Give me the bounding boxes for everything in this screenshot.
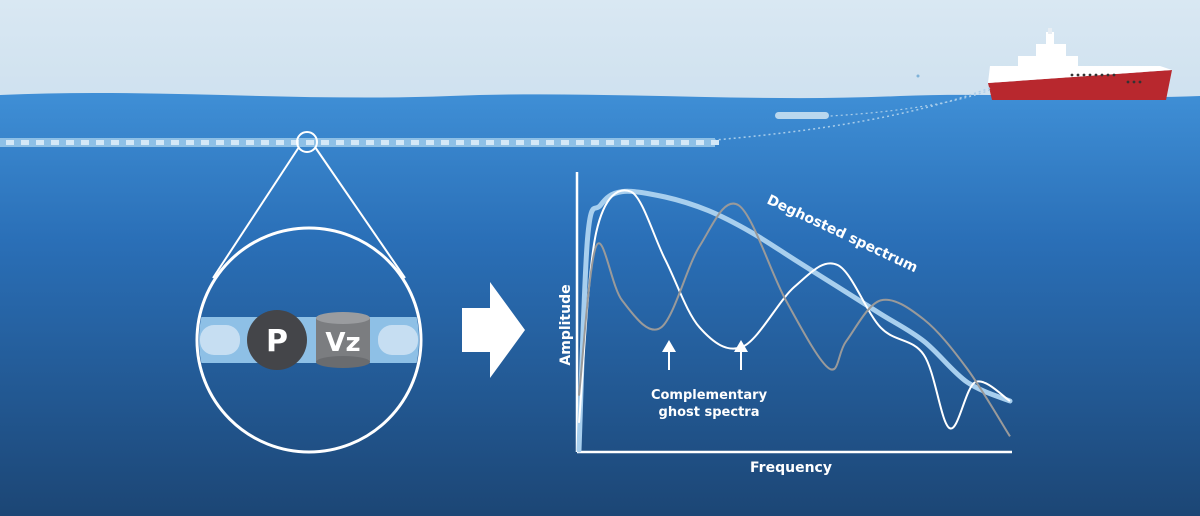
velocity-sensor: Vz (316, 312, 370, 368)
streamer-bead (591, 140, 599, 145)
streamer-bead (636, 140, 644, 145)
streamer-bead (486, 140, 494, 145)
streamer-bead (126, 140, 134, 145)
streamer-bead (261, 140, 269, 145)
zoom-loupe (195, 131, 423, 454)
streamer-bead (66, 140, 74, 145)
pressure-sensor-label: P (266, 324, 288, 359)
streamer-bead (546, 140, 554, 145)
vessel-hull (988, 70, 1172, 100)
streamer-bead (516, 140, 524, 145)
streamer-bead (456, 140, 464, 145)
right-arrow-icon (462, 282, 525, 378)
streamer-bead (351, 140, 359, 145)
streamer-bead (141, 140, 149, 145)
streamer-bead (426, 140, 434, 145)
streamer-bead (201, 140, 209, 145)
ghost-spectrum-line-1 (578, 189, 1011, 430)
streamer-bead (171, 140, 179, 145)
streamer-bead (6, 140, 14, 145)
streamer-bead (531, 140, 539, 145)
streamer-bead (321, 140, 329, 145)
streamer-bead (81, 140, 89, 145)
streamer-bead (411, 140, 419, 145)
ghost-spectra-label-line2: ghost spectra (659, 405, 760, 420)
streamer-bead (681, 140, 689, 145)
streamer-bead (156, 140, 164, 145)
streamer-bead (576, 140, 584, 145)
streamer-bead (621, 140, 629, 145)
velocity-sensor-label: Vz (325, 328, 360, 358)
source-array (775, 112, 829, 119)
streamer-bead (36, 140, 44, 145)
notch-arrow-icon-2 (734, 340, 748, 370)
x-axis-label: Frequency (750, 460, 832, 476)
ghost-spectrum-line-2 (578, 202, 1011, 437)
streamer-bead (501, 140, 509, 145)
streamer-bead (396, 140, 404, 145)
streamer-bead (186, 140, 194, 145)
streamer-bead (696, 140, 704, 145)
streamer-bead (276, 140, 284, 145)
streamer-bead (381, 140, 389, 145)
streamer-bead (246, 140, 254, 145)
streamer-bead (216, 140, 224, 145)
streamer-bead (711, 140, 719, 145)
streamer-bead (111, 140, 119, 145)
streamer-bead (606, 140, 614, 145)
y-axis-label: Amplitude (558, 284, 574, 365)
streamer-bead (51, 140, 59, 145)
deghosted-spectrum-line (576, 188, 1013, 453)
vessel-superstructure (988, 66, 1172, 83)
streamer-bead (306, 140, 314, 145)
streamer-bead (21, 140, 29, 145)
ghost-spectra-label-line1: Complementary (651, 388, 768, 403)
streamer-sensors (6, 140, 719, 145)
magnified-view (195, 226, 423, 454)
streamer-bead (336, 140, 344, 145)
streamer-bead (441, 140, 449, 145)
streamer-bead (96, 140, 104, 145)
notch-arrow-icon-1 (662, 340, 676, 370)
streamer-bead (366, 140, 374, 145)
streamer-section (199, 317, 419, 363)
survey-vessel (988, 28, 1172, 100)
streamer-bead (291, 140, 299, 145)
tow-cable (714, 87, 991, 141)
zoom-point (296, 131, 318, 153)
streamer-bead (231, 140, 239, 145)
streamer-bead (471, 140, 479, 145)
sea (0, 93, 1200, 516)
pressure-sensor: P (247, 310, 307, 370)
streamer-bead (651, 140, 659, 145)
streamer-bead (561, 140, 569, 145)
streamer-bead (666, 140, 674, 145)
